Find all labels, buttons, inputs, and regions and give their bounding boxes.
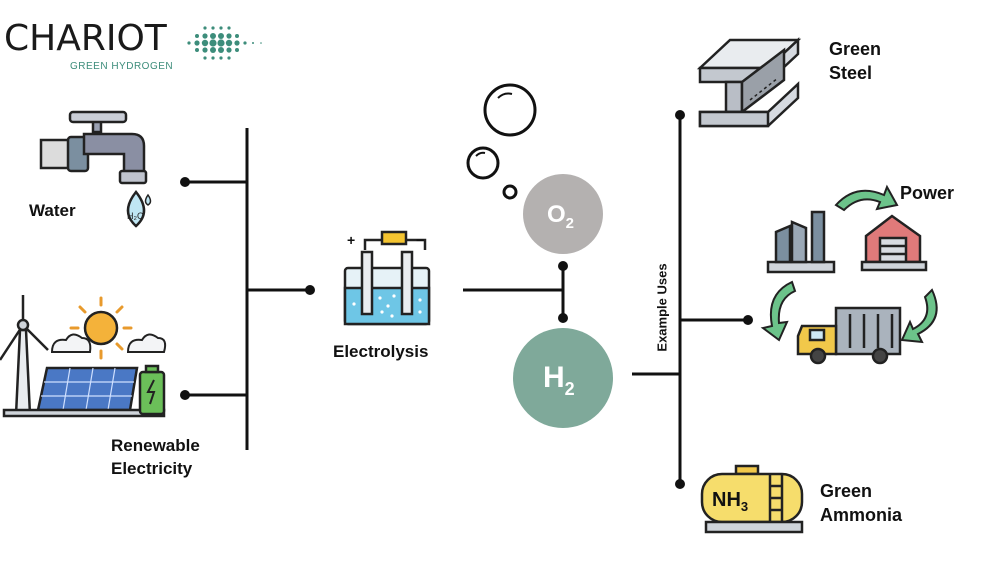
brand-tagline: GREEN HYDROGEN xyxy=(70,61,174,72)
renewable-label-line1: Renewable xyxy=(111,436,200,455)
warehouse-icon xyxy=(860,214,928,272)
electrolysis-label: Electrolysis xyxy=(333,342,429,361)
o2-bubble: O2 xyxy=(523,174,603,254)
power-label: Power xyxy=(900,183,955,203)
example-uses-label: Example Uses xyxy=(654,263,670,352)
truck-icon xyxy=(796,306,902,365)
wind-turbine-icon xyxy=(0,295,49,417)
water-drop-icon: H₂O xyxy=(126,189,152,228)
sun-icon xyxy=(50,296,167,360)
ammonia-tank-icon xyxy=(700,464,804,534)
svg-text:H₂O: H₂O xyxy=(127,211,144,221)
green-steel-label: Green Steel xyxy=(829,37,881,86)
decorative-bubbles xyxy=(466,83,537,200)
connector-dots xyxy=(180,110,753,489)
green-steel-line2: Steel xyxy=(829,63,873,84)
brand-dots-icon xyxy=(187,26,262,60)
renewable-electricity-label: Renewable Electricity xyxy=(111,435,200,481)
steel-beam-icon xyxy=(696,37,802,128)
h2-label: H2 xyxy=(543,361,575,399)
green-steel-line1: Green xyxy=(829,39,882,59)
faucet-icon xyxy=(39,110,148,185)
green-ammonia-line2: Ammonia xyxy=(820,505,903,526)
battery-icon xyxy=(138,364,166,416)
cycle-arrows-icon xyxy=(760,184,938,344)
green-ammonia-label: Green Ammonia xyxy=(820,479,902,528)
renewable-label-line2: Electricity xyxy=(111,458,193,478)
nh3-label: NH3 xyxy=(712,489,748,514)
o2-label: O2 xyxy=(547,201,574,232)
flow-connectors xyxy=(185,115,748,484)
electrolysis-minus-sign: − xyxy=(416,232,424,248)
brand-logo-text: CHARIOT xyxy=(4,18,167,59)
electrolysis-cell-icon xyxy=(343,230,431,326)
green-ammonia-line1: Green xyxy=(820,481,873,501)
factory-icon xyxy=(766,210,836,274)
electrolysis-plus-sign: + xyxy=(347,232,355,248)
water-label: Water xyxy=(29,201,76,220)
h2-bubble: H2 xyxy=(513,328,613,428)
